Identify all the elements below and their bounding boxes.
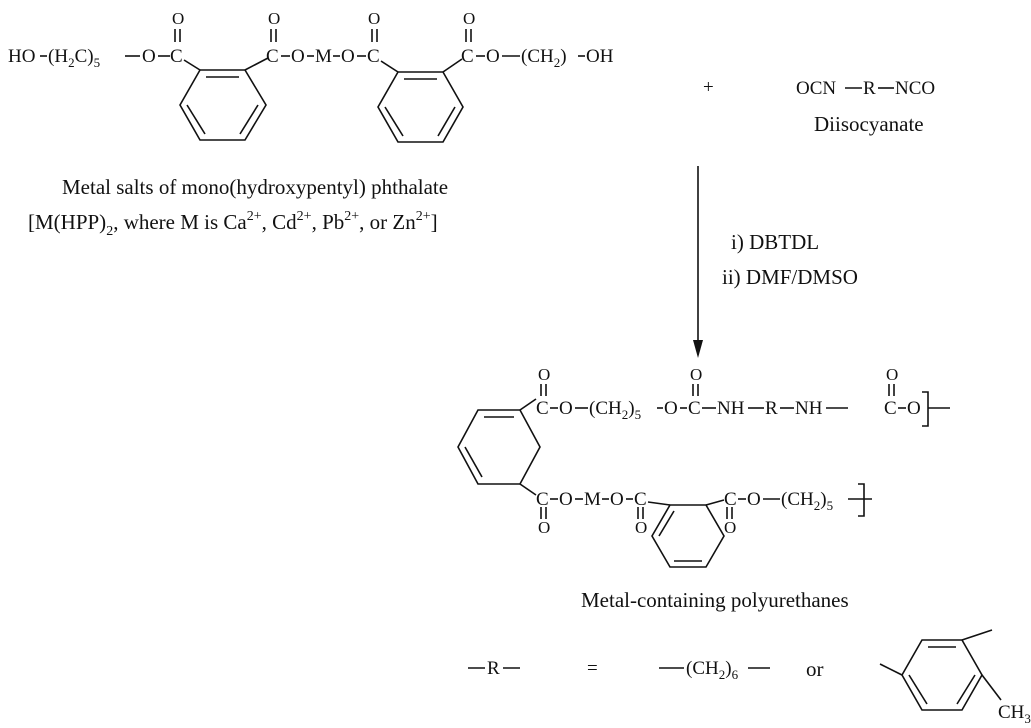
product-carbonyl-o-1: O bbox=[538, 365, 550, 384]
reactant-c-a: C bbox=[170, 46, 183, 67]
benzene-ring-1 bbox=[179, 69, 267, 141]
r-definition: R = (CH2)6 or CH3 bbox=[468, 629, 1031, 726]
equals-sign: = bbox=[587, 658, 598, 679]
product-polyurethane: O C O (CH2)5 O O C NH R NH O C O C O bbox=[457, 365, 950, 568]
product-o-3: O bbox=[907, 398, 921, 419]
diisocyanate: OCN R NCO Diisocyanate bbox=[796, 78, 935, 136]
bond bbox=[879, 663, 903, 676]
repeat-bracket-bottom bbox=[858, 483, 865, 517]
product-carbonyl-o-2: O bbox=[690, 365, 702, 384]
reactant-carbonyl-o-4: O bbox=[463, 9, 475, 28]
reactant-c-d: C bbox=[461, 46, 474, 67]
condition-step-1: i) DBTDL bbox=[731, 230, 819, 254]
product-ch2-2: (CH2)5 bbox=[781, 489, 833, 513]
product-ch2-1: (CH2)5 bbox=[589, 398, 641, 422]
reactant-o-a: O bbox=[142, 46, 156, 67]
product-o-5: O bbox=[610, 489, 624, 510]
reactant-metal: M bbox=[315, 46, 332, 67]
reactant-c-b: C bbox=[266, 46, 279, 67]
product-label: Metal-containing polyurethanes bbox=[581, 588, 849, 612]
product-c-2: C bbox=[688, 398, 701, 419]
product-c-3: C bbox=[884, 398, 897, 419]
r-symbol: R bbox=[487, 658, 500, 679]
reactant-metal-salt: HO (H2C)5 O C O C O O M O C O bbox=[8, 9, 614, 143]
condition-step-2: ii) DMF/DMSO bbox=[722, 265, 858, 289]
bond bbox=[519, 398, 537, 411]
product-carbonyl-o-5: O bbox=[635, 518, 647, 537]
product-o-1: O bbox=[559, 398, 573, 419]
product-metal: M bbox=[584, 489, 601, 510]
repeat-bracket-top bbox=[922, 391, 929, 427]
reactant-o-c: O bbox=[341, 46, 355, 67]
ring-double-bond bbox=[186, 104, 206, 135]
product-r: R bbox=[765, 398, 778, 419]
ring-double-bond bbox=[658, 510, 675, 537]
bond bbox=[244, 57, 269, 71]
bond bbox=[183, 59, 201, 71]
reactant-name-line-2: [M(HPP)2, where M is Ca2+, Cd2+, Pb2+, o… bbox=[28, 209, 438, 239]
ring-double-bond bbox=[239, 104, 259, 135]
reactant-h2c: (H2C)5 bbox=[48, 46, 100, 70]
bond bbox=[442, 58, 463, 73]
reactant-carbonyl-o-1: O bbox=[172, 9, 184, 28]
product-o-2: O bbox=[664, 398, 678, 419]
ring-double-bond bbox=[956, 674, 976, 705]
arrow-head bbox=[693, 340, 703, 358]
reactant-oh: OH bbox=[586, 46, 614, 67]
benzene-ring-2 bbox=[377, 71, 464, 143]
bond bbox=[647, 501, 671, 506]
methyl-group: CH3 bbox=[998, 702, 1031, 726]
bond bbox=[380, 60, 399, 73]
product-carbonyl-o-4: O bbox=[538, 518, 550, 537]
benzene-ring-4 bbox=[651, 504, 725, 568]
product-nh-2: NH bbox=[795, 398, 823, 419]
reaction-arrow bbox=[693, 166, 703, 358]
hexamethylene: (CH2)6 bbox=[686, 658, 739, 682]
bond bbox=[519, 483, 537, 496]
diisocyanate-label: Diisocyanate bbox=[814, 112, 924, 136]
product-carbonyl-o-3: O bbox=[886, 365, 898, 384]
ring-double-bond bbox=[908, 674, 928, 705]
reactant-name-line-1: Metal salts of mono(hydroxypentyl) phtha… bbox=[62, 175, 448, 199]
plus-sign: + bbox=[703, 77, 714, 98]
or-text: or bbox=[806, 657, 824, 681]
bond bbox=[705, 499, 725, 506]
reactant-o-b: O bbox=[291, 46, 305, 67]
product-carbonyl-o-6: O bbox=[724, 518, 736, 537]
product-nh-1: NH bbox=[717, 398, 745, 419]
product-o-4: O bbox=[559, 489, 573, 510]
diisocyanate-ocn: OCN bbox=[796, 78, 836, 99]
product-o-6: O bbox=[747, 489, 761, 510]
ring-double-bond bbox=[464, 446, 483, 478]
reactant-carbonyl-o-2: O bbox=[268, 9, 280, 28]
benzene-ring-3 bbox=[457, 409, 541, 485]
product-c-1: C bbox=[536, 398, 549, 419]
ring-double-bond bbox=[437, 106, 456, 137]
toluene-ring bbox=[901, 639, 983, 711]
product-c-6: C bbox=[724, 489, 737, 510]
reactant-ho: HO bbox=[8, 46, 35, 67]
reactant-ch2-tail: (CH2) bbox=[521, 46, 567, 70]
bond bbox=[961, 629, 993, 641]
reactant-o-d: O bbox=[486, 46, 500, 67]
reactant-c-c: C bbox=[367, 46, 380, 67]
diisocyanate-nco: NCO bbox=[895, 78, 935, 99]
ring-double-bond bbox=[384, 106, 404, 137]
product-c-4: C bbox=[536, 489, 549, 510]
reactant-carbonyl-o-3: O bbox=[368, 9, 380, 28]
diisocyanate-r: R bbox=[863, 78, 876, 99]
bond bbox=[981, 674, 1002, 701]
product-c-5: C bbox=[634, 489, 647, 510]
